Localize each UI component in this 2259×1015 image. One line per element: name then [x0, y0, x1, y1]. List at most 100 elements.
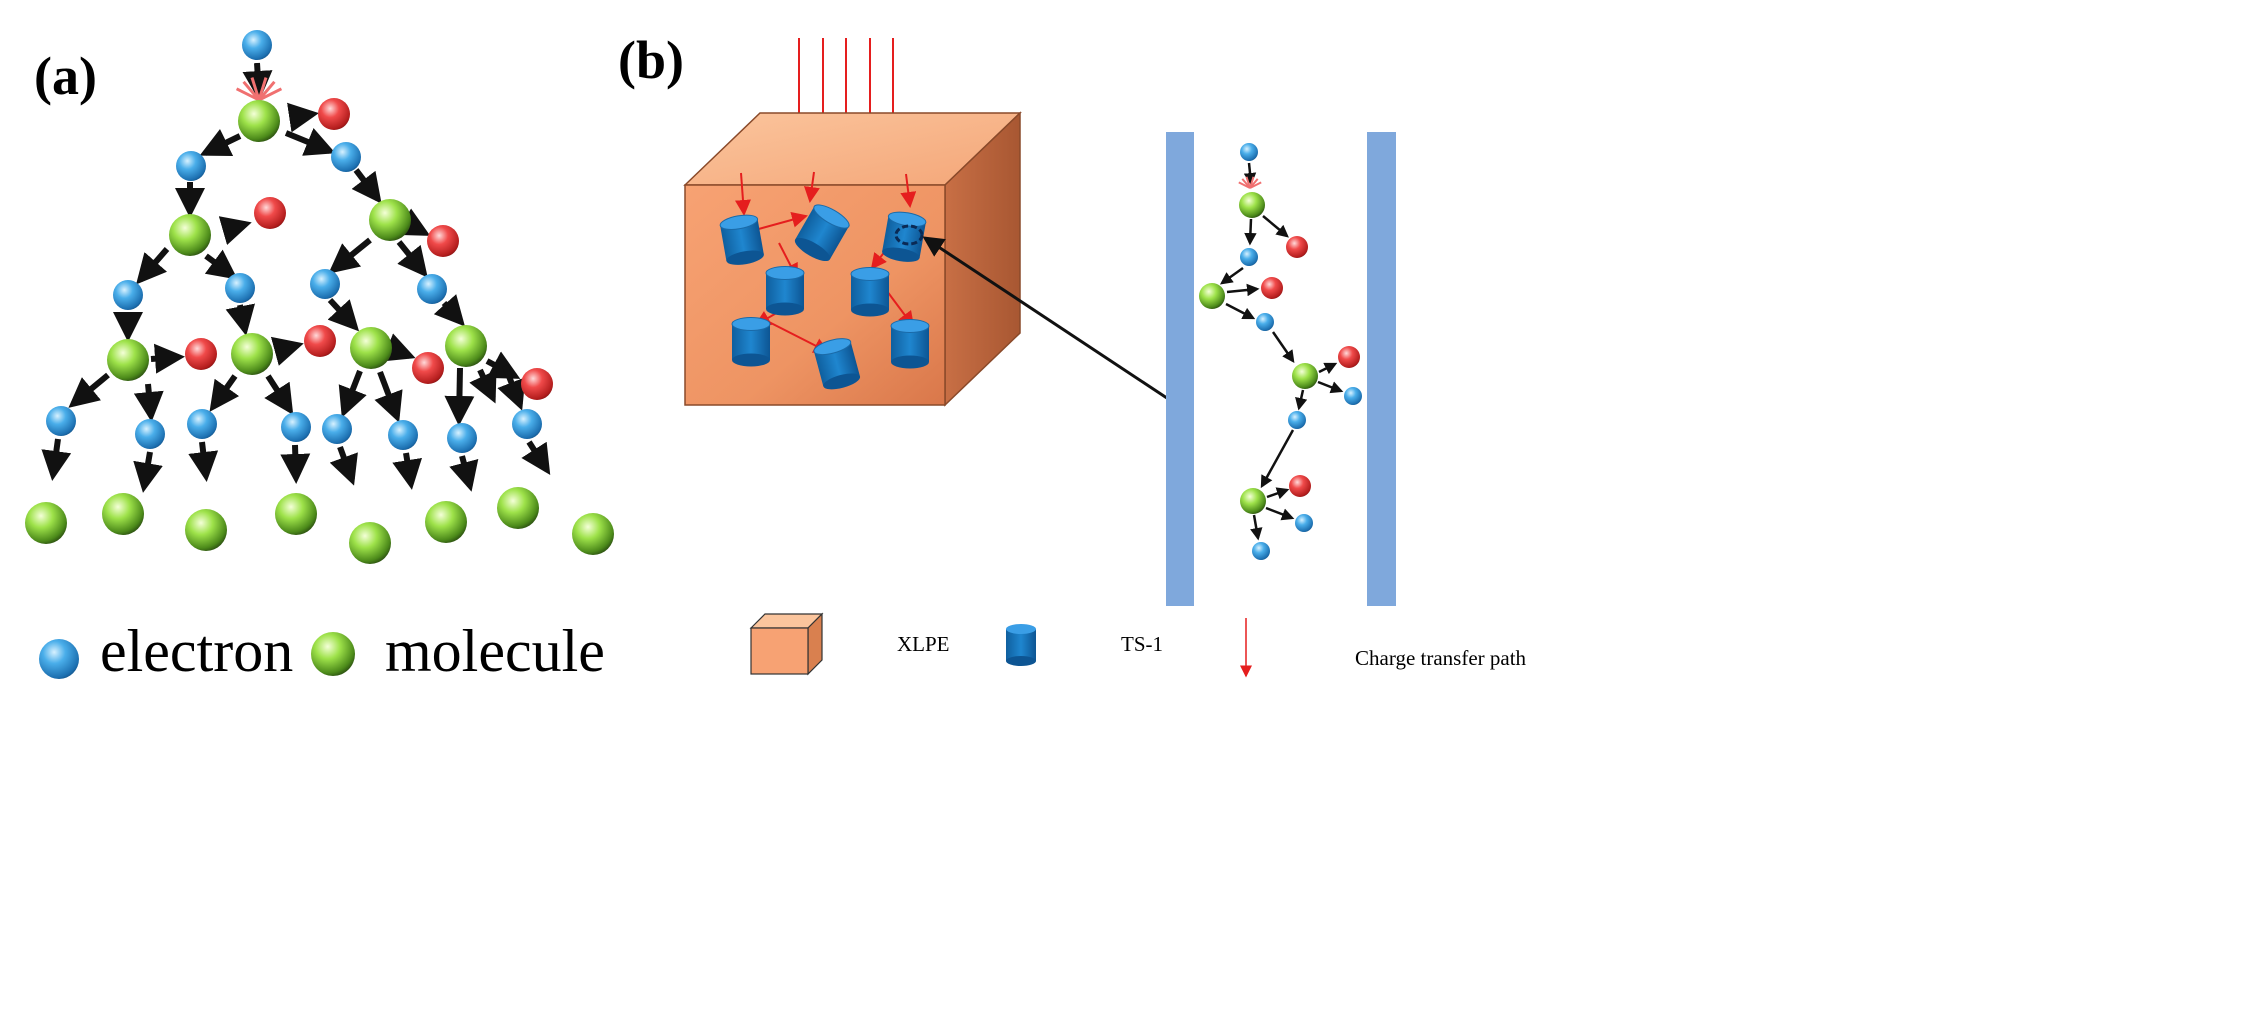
panel-b: (b) XLPE: [618, 30, 1527, 678]
legend-a: electron molecule: [39, 618, 605, 684]
arrow: [497, 364, 526, 411]
panel-a-impact-marks: [235, 77, 283, 102]
electron: [113, 280, 143, 310]
panel-a-particles: [25, 30, 614, 564]
molecule: [1239, 192, 1265, 218]
electron: [1240, 248, 1258, 266]
electron: [447, 423, 477, 453]
released-electron: [412, 352, 444, 384]
highlight-circle: [894, 224, 924, 246]
ts1-particle: [731, 317, 771, 367]
ts1-particle: [850, 267, 890, 317]
panel-a-arrows: [41, 62, 551, 493]
impact-mark: [235, 77, 283, 102]
molecule: [425, 501, 467, 543]
ts1-particle: [890, 319, 930, 369]
legend-electron-icon: [39, 639, 79, 679]
legend-molecule-label: molecule: [385, 618, 605, 684]
electron: [225, 273, 255, 303]
arrow: [396, 240, 428, 278]
arrow: [396, 208, 431, 236]
arrow: [1244, 218, 1257, 246]
arrow: [1225, 302, 1256, 320]
right-electrode: [1367, 132, 1396, 606]
arrow: [329, 445, 358, 486]
arrow: [133, 383, 164, 422]
arrow: [199, 129, 242, 157]
panel-a: (a) electron molecule: [25, 30, 614, 684]
released-electron: [318, 98, 350, 130]
molecule: [497, 487, 539, 529]
electron: [388, 420, 418, 450]
arrow: [41, 438, 72, 481]
electron: [322, 414, 352, 444]
charge-path-arrow: [900, 173, 917, 208]
arrow: [328, 237, 372, 274]
arrow: [1295, 389, 1308, 411]
electron: [1256, 313, 1274, 331]
electron: [176, 151, 206, 181]
molecule: [185, 509, 227, 551]
molecule: [169, 214, 211, 256]
arrow: [264, 374, 294, 416]
molecule: [350, 327, 392, 369]
arrow: [1243, 162, 1257, 186]
molecule: [349, 522, 391, 564]
arrow: [280, 444, 311, 484]
arrow: [327, 297, 360, 332]
ts1-particle: [813, 338, 861, 390]
molecule: [25, 502, 67, 544]
molecule: [369, 199, 411, 241]
released-electron: [521, 368, 553, 400]
arrow: [1219, 266, 1244, 285]
electron: [512, 409, 542, 439]
arrow: [68, 372, 110, 408]
released-electron: [254, 197, 286, 229]
ts1-particle: [794, 204, 850, 262]
ts1-particles: [719, 204, 930, 390]
arrow: [136, 247, 170, 285]
released-electron: [1289, 475, 1311, 497]
released-electron: [1261, 277, 1283, 299]
electron: [417, 274, 447, 304]
arrow: [374, 370, 403, 423]
molecule: [102, 493, 144, 535]
arrow: [338, 369, 367, 418]
arrow: [284, 128, 336, 156]
arrow: [287, 102, 319, 133]
arrow: [392, 452, 422, 490]
arrow: [449, 455, 479, 492]
arrow: [242, 62, 273, 101]
released-electron: [427, 225, 459, 257]
released-electron: [185, 338, 217, 370]
molecule: [1240, 488, 1266, 514]
ts1-particle: [765, 266, 805, 316]
molecule: [238, 100, 280, 142]
arrow: [1265, 506, 1295, 521]
panel-a-label: (a): [34, 46, 97, 106]
arrow: [444, 367, 475, 426]
electron: [1240, 143, 1258, 161]
zoom-arrows: [1219, 162, 1344, 541]
legend-b: XLPE TS-1 Charge transfer path: [749, 612, 1527, 678]
panel-b-label: (b): [618, 30, 684, 90]
arrow: [382, 333, 416, 362]
arrow: [218, 216, 252, 246]
electron: [1344, 387, 1362, 405]
legend-ts1-icon: [1006, 624, 1036, 666]
charge-path-arrow: [803, 171, 820, 203]
zoom-impact-marks: [1238, 176, 1262, 189]
molecule: [231, 333, 273, 375]
molecule: [275, 493, 317, 535]
arrow: [209, 374, 240, 412]
released-electron: [1286, 236, 1308, 258]
molecule: [107, 339, 149, 381]
charge-path-arrow: [754, 211, 808, 231]
arrow: [469, 368, 497, 404]
electron: [1295, 514, 1313, 532]
electron: [135, 419, 165, 449]
arrow: [433, 294, 466, 327]
legend-ts1-label: TS-1: [1121, 632, 1163, 656]
legend-molecule-icon: [311, 632, 355, 676]
